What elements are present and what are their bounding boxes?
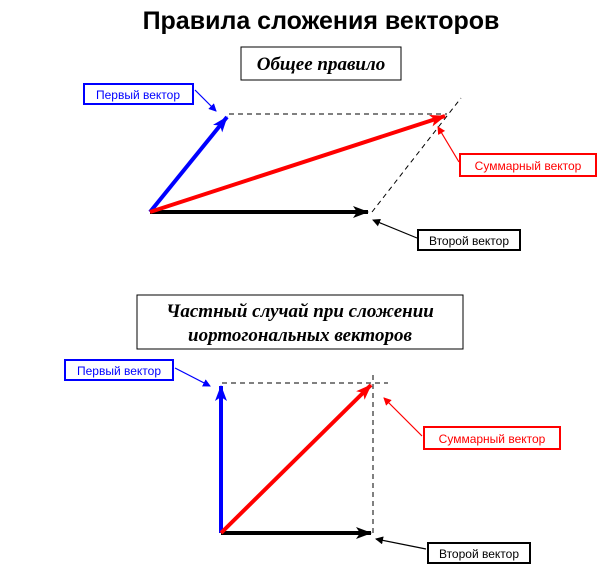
orthogonal-first-label-box: [64, 359, 174, 381]
general-second-label: Второй вектор: [429, 234, 509, 248]
general-sum-vector: [149, 114, 446, 214]
general-dashed-side: [371, 97, 462, 213]
general-sum-label-box: [459, 153, 597, 177]
orthogonal-heading-box: [136, 294, 464, 350]
general-heading: Общее правило: [257, 54, 386, 75]
orthogonal-heading-line1: Частный случай при сложении: [166, 301, 434, 322]
page-title: Правила сложения векторов: [143, 7, 500, 35]
general-rule-section: Общее правило Первый вектор Суммарный ве…: [83, 46, 597, 251]
orthogonal-heading-line2: иортогональных векторов: [188, 325, 412, 346]
orthogonal-sum-label-box: [423, 426, 561, 450]
general-heading-box: [240, 46, 402, 81]
orthogonal-sum-pointer: [383, 397, 423, 437]
orthogonal-second-pointer: [375, 536, 427, 550]
general-second-pointer: [372, 218, 418, 239]
general-first-label-box: [83, 83, 194, 105]
orthogonal-section: Частный случай при сложении иортогональн…: [64, 294, 561, 564]
general-sum-label: Суммарный вектор: [475, 159, 582, 173]
general-sum-pointer: [437, 126, 460, 163]
orthogonal-sum-label: Суммарный вектор: [439, 432, 546, 446]
orthogonal-first-pointer: [174, 367, 211, 387]
general-first-pointer: [194, 89, 217, 112]
orthogonal-second-label: Второй вектор: [439, 547, 519, 561]
orthogonal-first-label: Первый вектор: [77, 364, 161, 378]
general-first-label: Первый вектор: [96, 88, 180, 102]
orthogonal-second-label-box: [427, 542, 531, 564]
orthogonal-sum-vector: [219, 383, 373, 535]
general-second-label-box: [417, 229, 521, 251]
general-first-vector: [148, 115, 229, 214]
